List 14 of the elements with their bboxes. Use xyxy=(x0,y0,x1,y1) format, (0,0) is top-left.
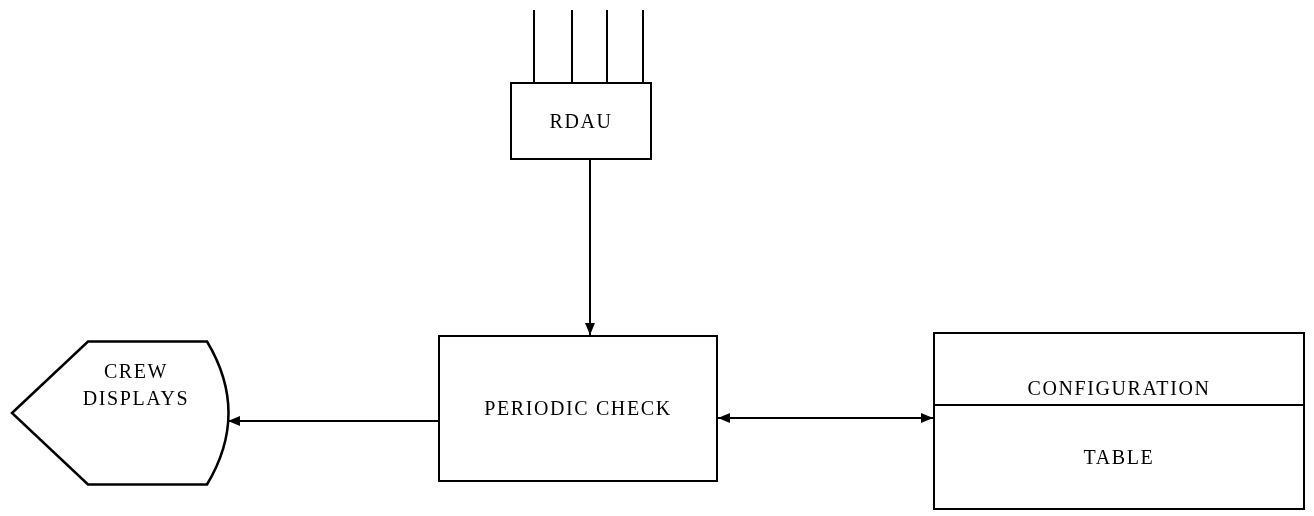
input-line xyxy=(606,9,608,83)
input-line xyxy=(642,9,644,83)
node-label: TABLE xyxy=(1083,444,1155,470)
arrow xyxy=(585,159,595,336)
node-label: CONFIGURATION xyxy=(1027,376,1211,401)
process-box xyxy=(510,82,652,160)
process-box xyxy=(438,335,718,482)
node-label: CREW DISPLAYS xyxy=(81,359,191,411)
input-line xyxy=(533,9,535,83)
arrow xyxy=(717,413,934,423)
input-line xyxy=(571,9,573,83)
table-box xyxy=(933,332,1305,510)
node-label: RDAU xyxy=(549,108,613,134)
node-label: PERIODIC CHECK xyxy=(484,396,672,421)
